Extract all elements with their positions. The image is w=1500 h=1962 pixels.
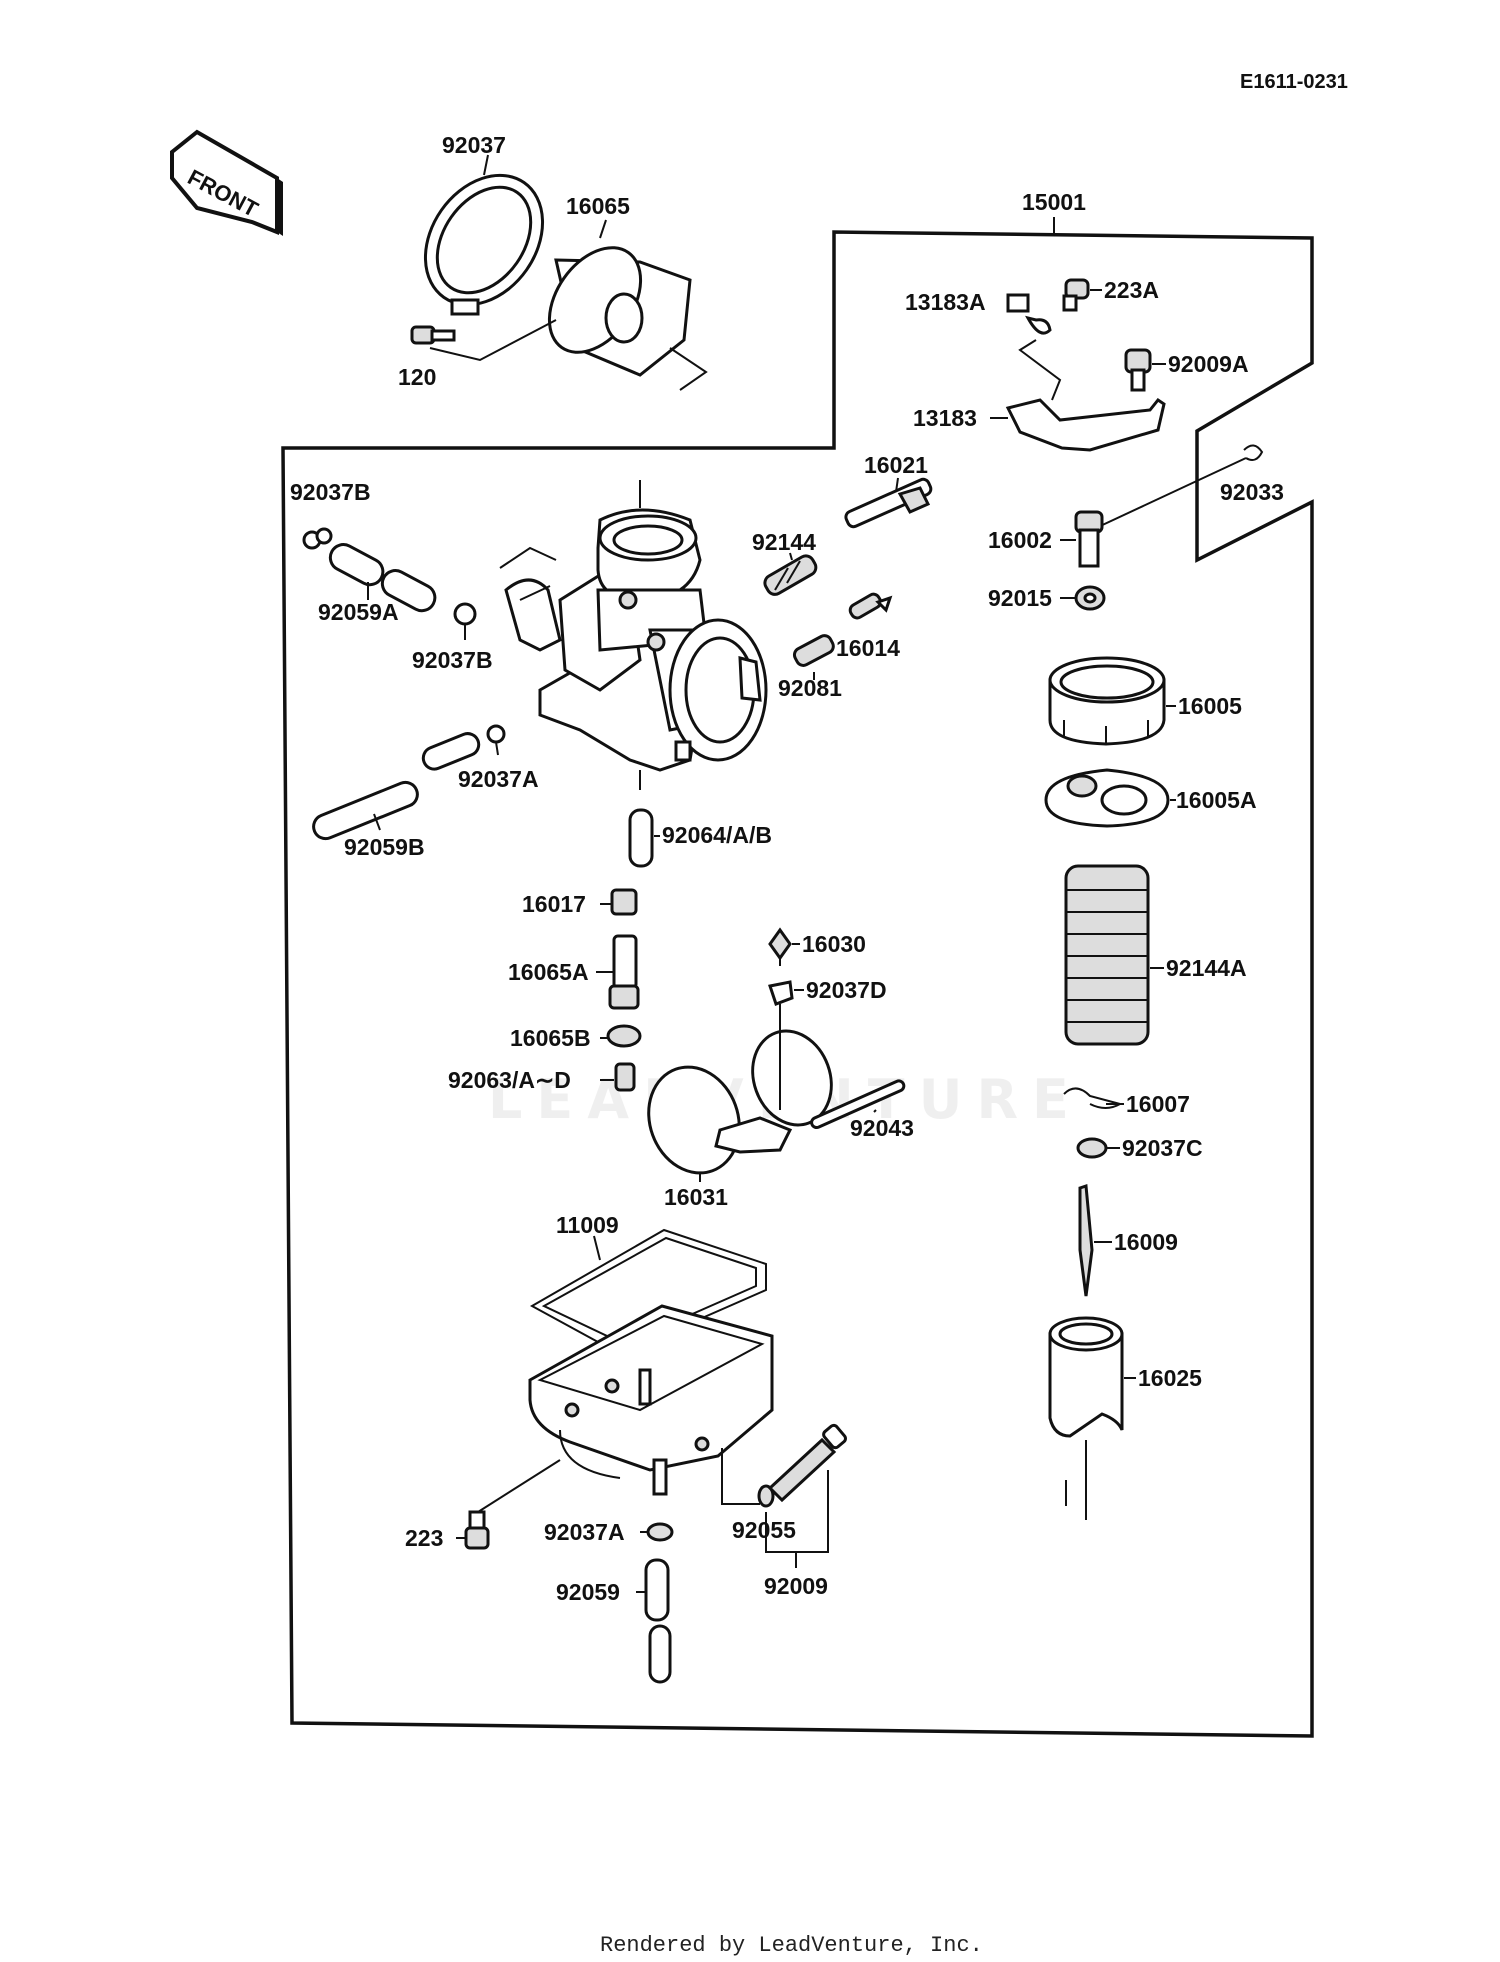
clip-92037A-lower <box>646 1522 674 1542</box>
label-92037A-lower: 92037A <box>544 1519 625 1545</box>
label-92033: 92033 <box>1220 479 1284 505</box>
label-92037B-upper: 92037B <box>290 479 371 505</box>
label-223: 223 <box>405 1525 443 1551</box>
label-16002: 16002 <box>988 527 1052 553</box>
label-92037B-lower: 92037B <box>412 647 493 673</box>
washer-16065B <box>606 1024 642 1048</box>
cap-bolt-16002 <box>1074 510 1104 568</box>
screw-92009A <box>1124 348 1152 392</box>
screw-16021 <box>844 477 933 529</box>
clip-92037B-lower <box>453 602 477 626</box>
carburetor-body-icon <box>499 480 768 790</box>
bracket-13183 <box>1005 397 1166 452</box>
screw-16014 <box>848 592 893 620</box>
float-16031 <box>647 1004 833 1175</box>
label-92037C: 92037C <box>1122 1135 1203 1161</box>
spring-92081 <box>792 634 835 667</box>
label-92009: 92009 <box>764 1573 828 1599</box>
label-16007: 16007 <box>1126 1091 1190 1117</box>
float-pin-92043 <box>810 1079 906 1130</box>
label-16065: 16065 <box>566 193 630 219</box>
label-92144A: 92144A <box>1166 955 1247 981</box>
throttle-valve-16025 <box>1048 1316 1124 1520</box>
label-16025: 16025 <box>1138 1365 1202 1391</box>
label-92144: 92144 <box>752 529 816 555</box>
label-13183A: 13183A <box>905 289 986 315</box>
footer-credit: Rendered by LeadVenture, Inc. <box>600 1933 983 1958</box>
top-16005A <box>1044 768 1170 828</box>
label-92055: 92055 <box>732 1517 796 1543</box>
label-13183: 13183 <box>913 405 977 431</box>
label-92059: 92059 <box>556 1579 620 1605</box>
label-92081: 92081 <box>778 675 842 701</box>
spring-92144A <box>1064 864 1150 1046</box>
label-16021: 16021 <box>864 452 928 478</box>
main-jet-92063 <box>614 1062 636 1092</box>
assembly-frame <box>281 230 1314 1738</box>
hose-92059B <box>312 732 481 841</box>
screw-92009 <box>767 1423 847 1503</box>
label-16065B: 16065B <box>510 1025 591 1051</box>
label-92064: 92064/A/B <box>662 822 772 848</box>
label-92063: 92063/A∼D <box>448 1067 571 1093</box>
air-cleaner-band-92037 <box>423 173 545 316</box>
clip-92037D <box>768 980 794 1006</box>
label-15001: 15001 <box>1022 189 1086 215</box>
label-16030: 16030 <box>802 931 866 957</box>
label-92037A-upper: 92037A <box>458 766 539 792</box>
float-valve-16030 <box>768 927 792 966</box>
spring-92144 <box>763 554 818 596</box>
label-92059A: 92059A <box>318 599 399 625</box>
label-92015: 92015 <box>988 585 1052 611</box>
front-arrow-icon: FRONT <box>170 129 283 236</box>
carburetor-holder-16065 <box>547 246 708 391</box>
label-16005A: 16005A <box>1176 787 1257 813</box>
label-16065A: 16065A <box>508 959 589 985</box>
clamp-13183A <box>1006 293 1052 335</box>
clip-92037A-upper <box>486 724 506 744</box>
label-16014: 16014 <box>836 635 900 661</box>
clip-16007 <box>1063 1087 1123 1109</box>
clip-92037B-upper <box>302 527 333 550</box>
label-92009A: 92009A <box>1168 351 1249 377</box>
needle-jet-16065A <box>608 934 640 1010</box>
drain-hose-92059 <box>644 1558 672 1684</box>
float-bowl-icon <box>528 1304 774 1496</box>
label-16031: 16031 <box>664 1184 728 1210</box>
clip-92037C <box>1076 1137 1108 1159</box>
label-92043: 92043 <box>850 1115 914 1141</box>
jet-needle-16009 <box>1078 1183 1094 1297</box>
pilot-jet-16017 <box>610 888 638 916</box>
clip-92033 <box>1243 444 1264 461</box>
nut-92015 <box>1074 585 1106 611</box>
diagram-code: E1611-0231 <box>1240 71 1348 93</box>
bolt-120 <box>410 325 456 345</box>
label-92037: 92037 <box>442 132 506 158</box>
label-16017: 16017 <box>522 891 586 917</box>
hose-92059A <box>328 543 437 613</box>
label-223A: 223A <box>1104 277 1159 303</box>
screw-223 <box>464 1510 490 1550</box>
jet-holder-92064 <box>628 808 654 868</box>
label-16005: 16005 <box>1178 693 1242 719</box>
washer-92055 <box>757 1484 775 1508</box>
label-120: 120 <box>398 364 436 390</box>
screw-223A <box>1062 278 1090 312</box>
label-16009: 16009 <box>1114 1229 1178 1255</box>
cap-16005 <box>1048 656 1166 746</box>
label-92037D: 92037D <box>806 977 887 1003</box>
label-11009: 11009 <box>556 1212 619 1238</box>
label-92059B: 92059B <box>344 834 425 860</box>
